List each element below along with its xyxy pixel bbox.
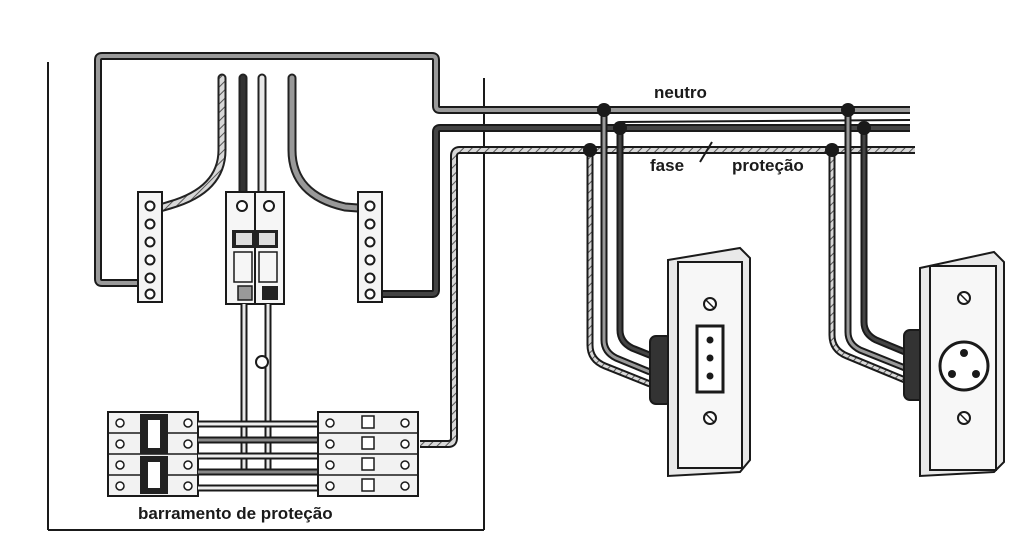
- protection-label: proteção: [732, 156, 804, 175]
- left-terminal-block: [137, 191, 163, 303]
- protection-wire: [420, 146, 915, 448]
- protection-bus-label: barramento de proteção: [138, 504, 333, 523]
- protection-bus-left: [107, 411, 199, 497]
- neutral-label: neutro: [654, 83, 707, 102]
- outlet-1-drop-wires: [586, 110, 654, 388]
- phase-leader-line: [699, 141, 713, 163]
- breaker-to-bus-wires: [240, 304, 272, 470]
- outlet-2-drop-wires: [828, 110, 907, 384]
- phase-label: fase: [650, 156, 684, 175]
- neutral-wire-loop: [94, 52, 910, 287]
- outlet-2: [903, 250, 1005, 478]
- protection-bus-right: [317, 411, 419, 497]
- outlet-1: [649, 246, 751, 478]
- incoming-feeder-wires: [155, 73, 363, 213]
- right-terminal-block: [357, 191, 383, 303]
- bus-bars: [198, 420, 318, 492]
- circuit-breaker: [225, 191, 285, 305]
- junction-dots: [583, 103, 871, 157]
- phase-wire: [380, 119, 911, 298]
